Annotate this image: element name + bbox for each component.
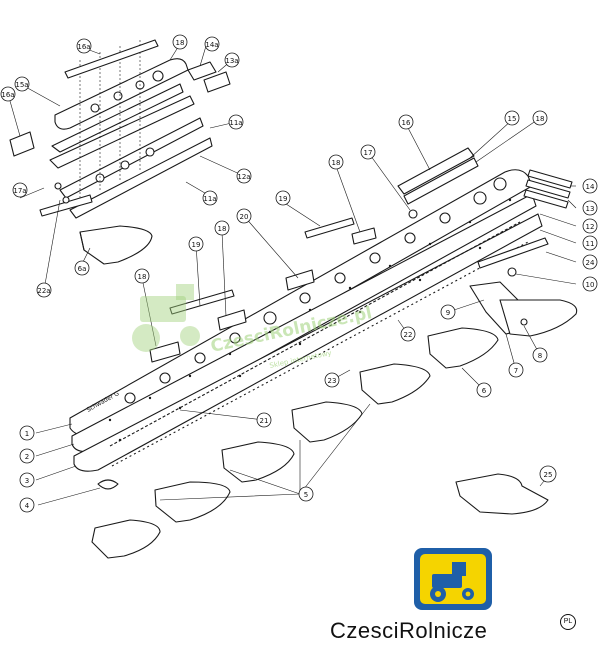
brand-suffix-badge: PL [560,614,576,630]
callout-1: 1 [25,430,29,438]
callout-19-b: 19 [279,195,288,203]
callout-12: 12 [586,223,595,231]
callout-9: 9 [446,309,450,317]
callout-21: 21 [260,417,269,425]
callout-16: 16 [402,119,411,127]
callout-14a: 14a [205,41,218,49]
callout-2: 2 [25,453,29,461]
middle-brackets [97,217,355,490]
brand-wordmark: CzesciRolnicze [330,618,488,643]
bar-hole-row [124,177,507,404]
callout-15a: 15a [15,81,28,89]
callout-17: 17 [364,149,373,157]
callout-7: 7 [514,367,518,375]
callout-11: 11 [586,240,595,248]
callout-16a-b: 16a [77,43,90,51]
short-bar-assembly [9,39,231,265]
callout-11a-b: 11a [229,119,242,127]
skid-plate-25 [455,473,549,515]
upper-right-parts [351,147,573,245]
callout-18c: 18 [218,225,227,233]
callout-6a: 6a [78,265,87,273]
callout-20: 20 [240,213,249,221]
callout-22: 22 [404,331,413,339]
brand-logo [414,548,492,610]
right-end-assembly [469,237,578,337]
callout-4: 4 [25,502,30,510]
callout-23: 23 [328,377,337,385]
callout-13: 13 [586,205,595,213]
callout-6: 6 [482,387,487,395]
callout-12a: 12a [237,173,250,181]
callout-11a: 11a [203,195,216,203]
callout-15: 15 [508,115,517,123]
callout-14: 14 [586,183,595,191]
callout-circles [0,34,598,513]
callout-3: 3 [25,477,29,485]
callout-13a: 13a [225,57,238,65]
main-cutter-bar [69,169,543,472]
knife-guards [91,327,499,559]
callout-18b: 18 [332,159,341,167]
callout-5: 5 [304,491,308,499]
callout-19: 19 [192,241,201,249]
watermark-tractor-icon [132,284,200,352]
callout-25: 25 [544,471,553,479]
callout-18: 18 [536,115,545,123]
callout-22a: 22a [37,287,50,295]
callout-24: 24 [586,259,595,267]
callout-18d: 18 [138,273,147,281]
callout-18e: 18 [176,39,185,47]
callout-8: 8 [538,352,542,360]
callout-17a: 17a [13,187,26,195]
callout-16a: 16a [1,91,14,99]
callout-labels: 1 2 3 4 5 6 6a 7 8 9 10 11 11a 12 12a 13… [1,39,595,510]
callout-10: 10 [586,281,595,289]
